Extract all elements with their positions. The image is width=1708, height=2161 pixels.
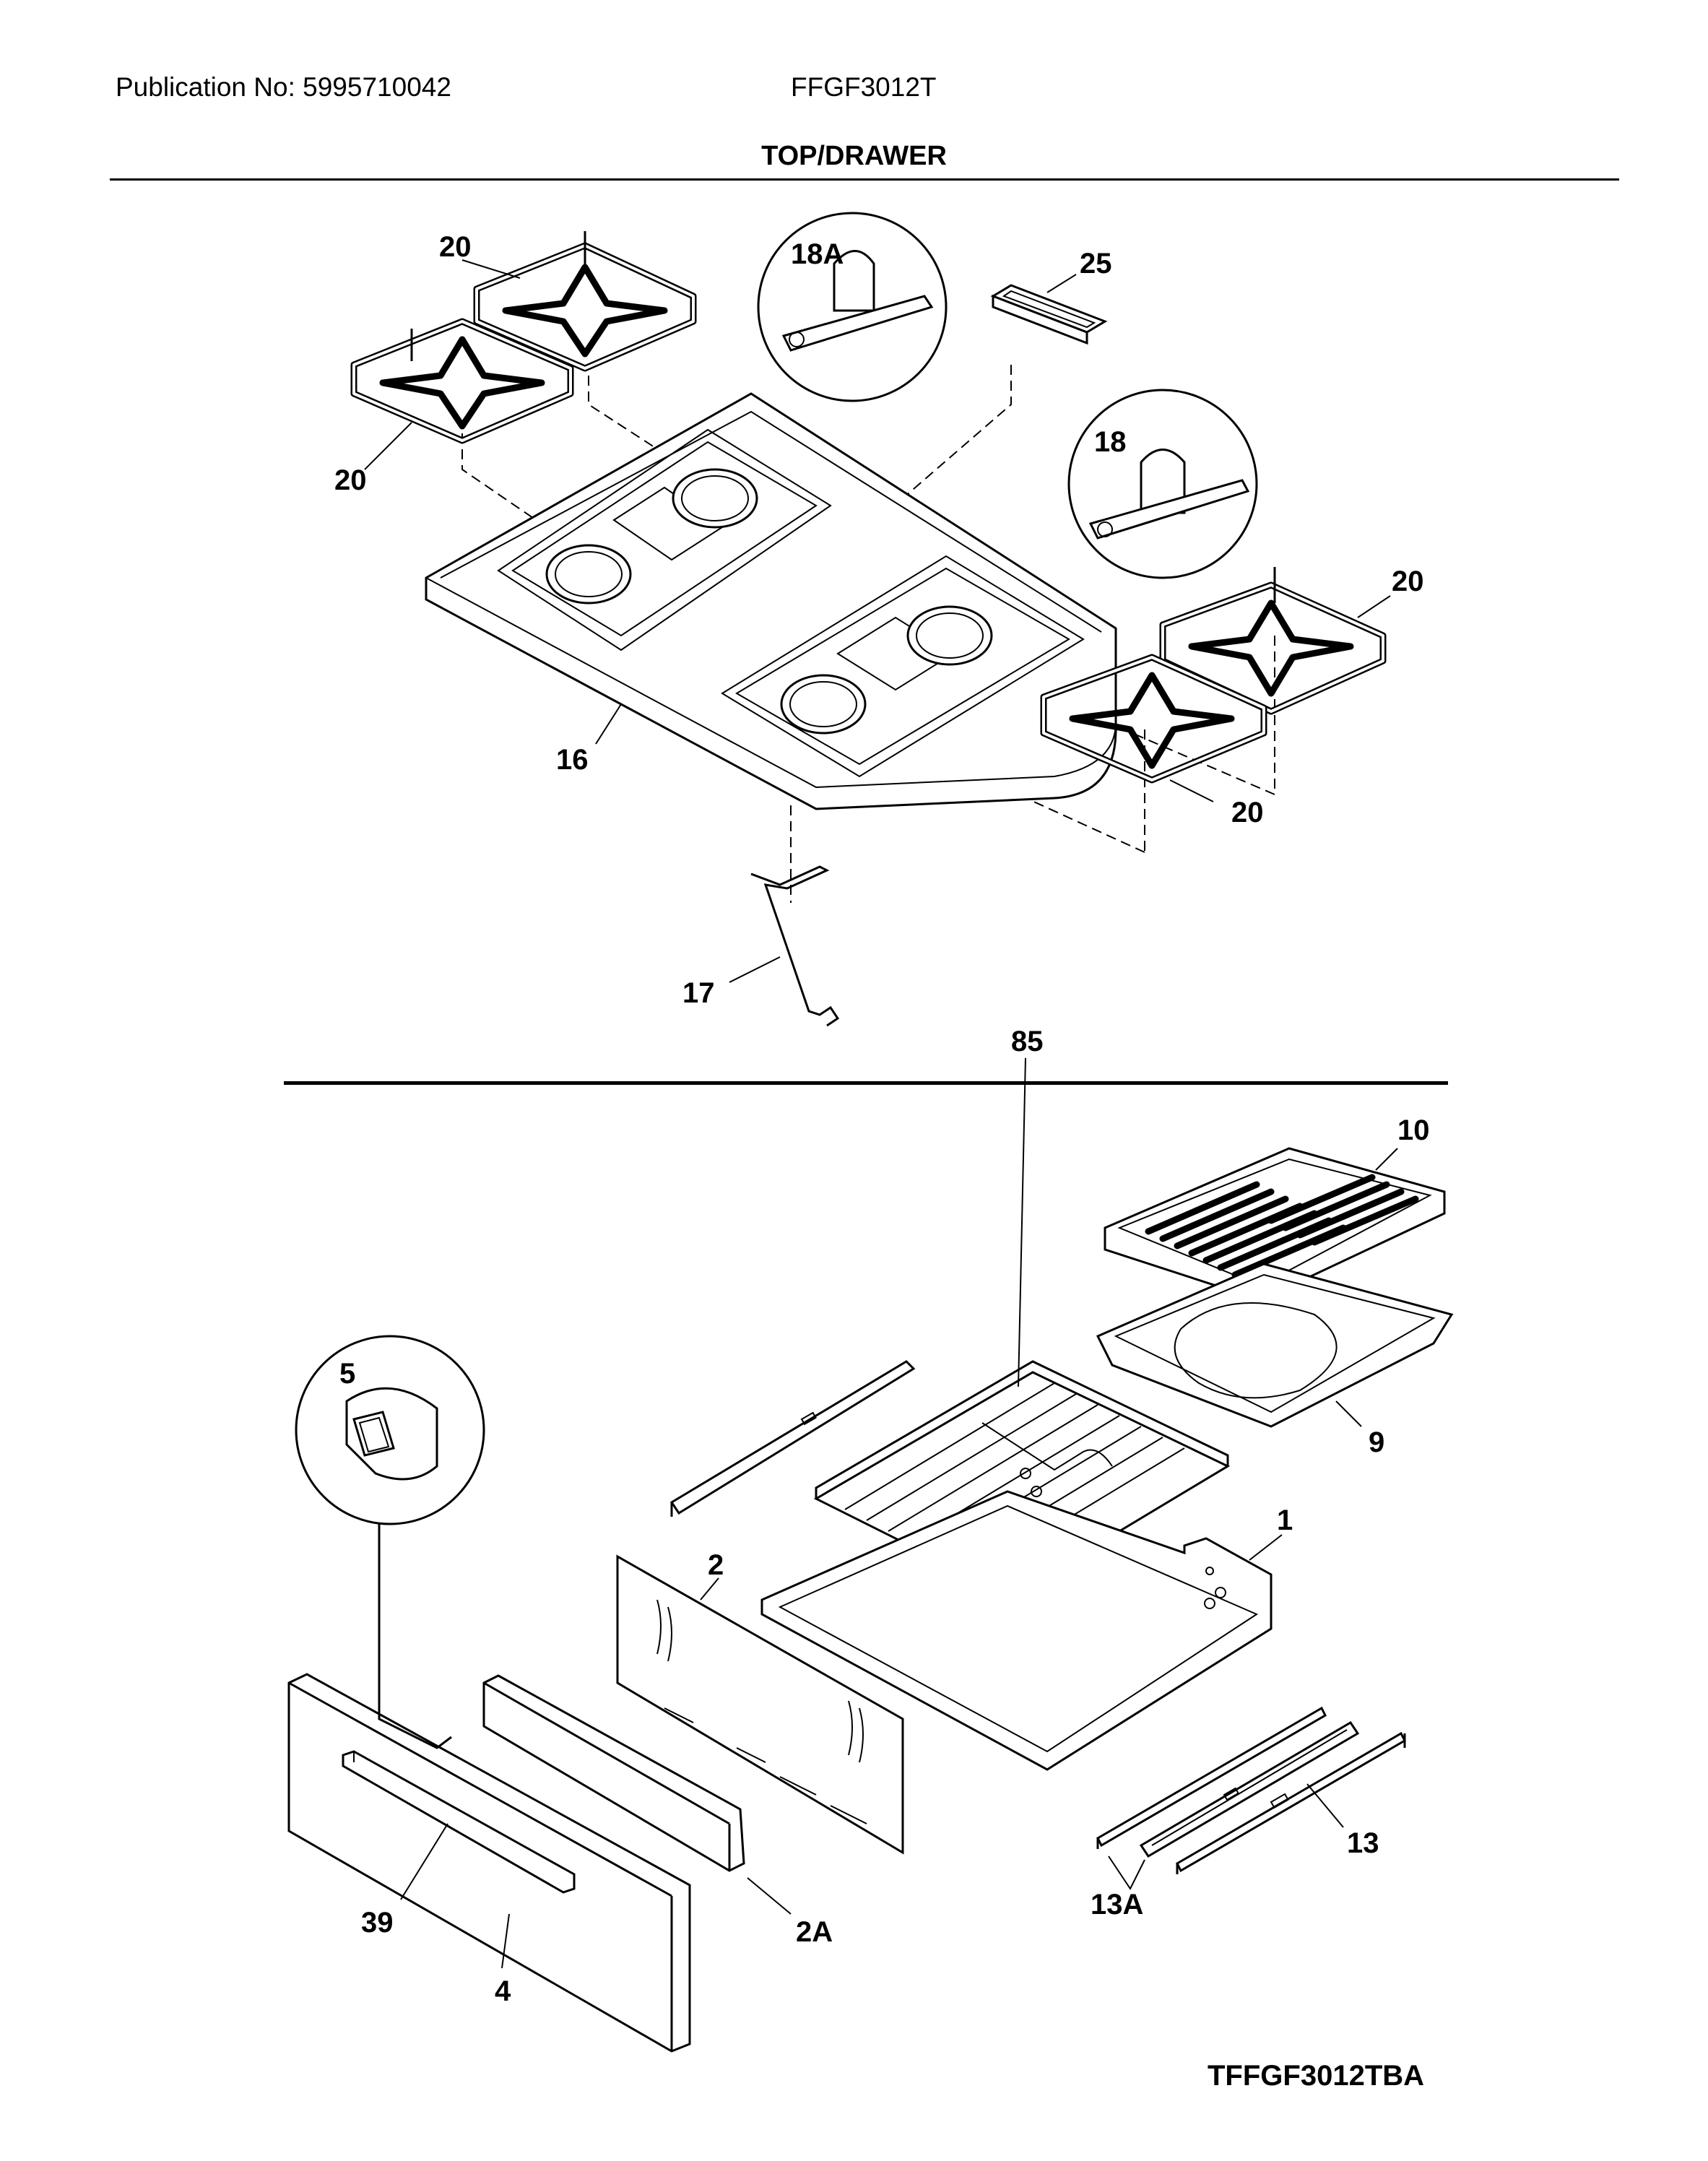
callout-20-d: 20 <box>1231 797 1264 828</box>
grate-20-top-left-back <box>473 231 697 372</box>
bottom-leader-lines <box>400 1057 1398 1969</box>
callout-1: 1 <box>1277 1504 1293 1536</box>
drawer-body-1 <box>760 1468 1273 1771</box>
detail-18-spark-electrode <box>1067 389 1258 579</box>
callout-9: 9 <box>1369 1426 1384 1458</box>
callout-13a: 13A <box>1091 1889 1143 1920</box>
callout-39: 39 <box>361 1907 394 1939</box>
drawer-slide-13 <box>1176 1731 1406 1874</box>
callout-25: 25 <box>1080 248 1112 280</box>
callout-20-c: 20 <box>1392 566 1424 597</box>
drawer-slides-13a <box>1096 1706 1360 1858</box>
drawer-front-4 <box>287 1673 691 2053</box>
callout-10: 10 <box>1397 1114 1430 1146</box>
broiler-pan-9 <box>1096 1263 1454 1428</box>
figure-code: TFFGF3012TBA <box>1208 2060 1425 2092</box>
callout-20-b: 20 <box>334 464 367 496</box>
callout-4: 4 <box>495 1975 511 2007</box>
detail-18a-spark-electrode <box>757 212 948 402</box>
part-17-wire-bracket <box>750 865 840 1027</box>
publication-number: Publication No: 5995710042 <box>116 72 451 102</box>
grate-20-right-back <box>1159 567 1387 715</box>
callout-5: 5 <box>339 1358 355 1390</box>
callout-labels: 20 20 18A 25 18 20 16 20 17 10 85 9 5 1 … <box>334 231 1430 2007</box>
top-leader-lines <box>364 259 1391 983</box>
drawer-back-panel-2 <box>616 1554 904 1855</box>
callout-18: 18 <box>1094 426 1127 458</box>
drawer-liner-2a <box>482 1674 745 1872</box>
detail-5-drawer-bumper <box>295 1335 485 1749</box>
grate-20-top-left-front <box>350 318 574 444</box>
cooktop-16 <box>425 392 1117 810</box>
callout-2: 2 <box>708 1549 724 1581</box>
part-25-burner-cap <box>990 284 1108 345</box>
callout-20-a: 20 <box>439 231 472 263</box>
drawer-handle-39 <box>342 1750 576 1894</box>
section-divider <box>284 1081 1448 1085</box>
broiler-grid-10 <box>1104 1147 1446 1302</box>
callout-2a: 2A <box>796 1916 833 1948</box>
model-number: FFGF3012T <box>791 72 937 102</box>
section-title: TOP/DRAWER <box>761 141 947 171</box>
callout-16: 16 <box>556 744 589 776</box>
callout-18a: 18A <box>791 238 844 270</box>
callout-17: 17 <box>682 977 715 1009</box>
callout-85: 85 <box>1011 1026 1044 1057</box>
callout-13: 13 <box>1347 1827 1379 1859</box>
drawer-slide-rail-left <box>669 1360 916 1517</box>
header-rule <box>110 178 1619 181</box>
grate-20-right-front <box>1040 654 1267 784</box>
